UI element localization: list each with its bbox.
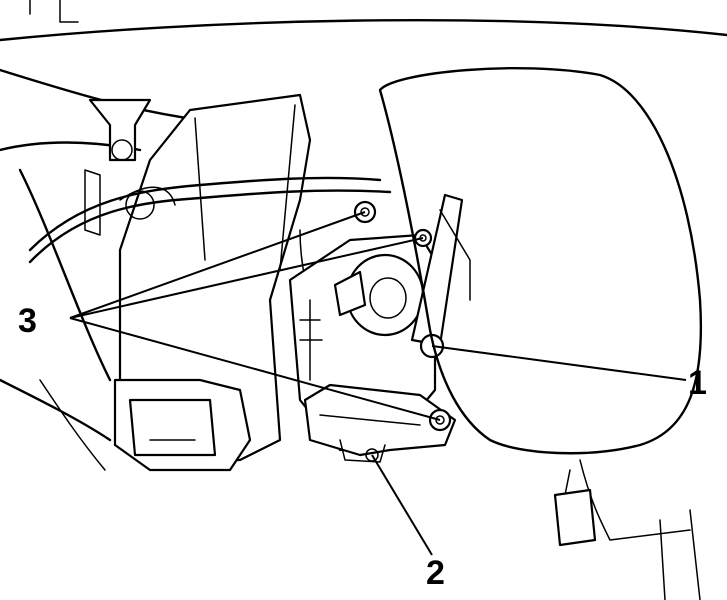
leader-lines [69, 211, 687, 556]
leader-1 [431, 345, 687, 381]
leader-3c [69, 317, 441, 421]
connector-clip [84, 98, 155, 236]
leader-3b [69, 237, 424, 319]
dashboard-top-edge [0, 0, 727, 42]
leader-3a [69, 211, 366, 319]
glovebox-panel [378, 67, 703, 600]
leader-2 [371, 454, 433, 556]
servo-motor [303, 383, 457, 463]
callout-label-2: 2 [426, 554, 445, 592]
blower-motor [113, 93, 312, 472]
callout-label-1: 1 [688, 364, 707, 402]
callout-label-3: 3 [18, 302, 37, 340]
